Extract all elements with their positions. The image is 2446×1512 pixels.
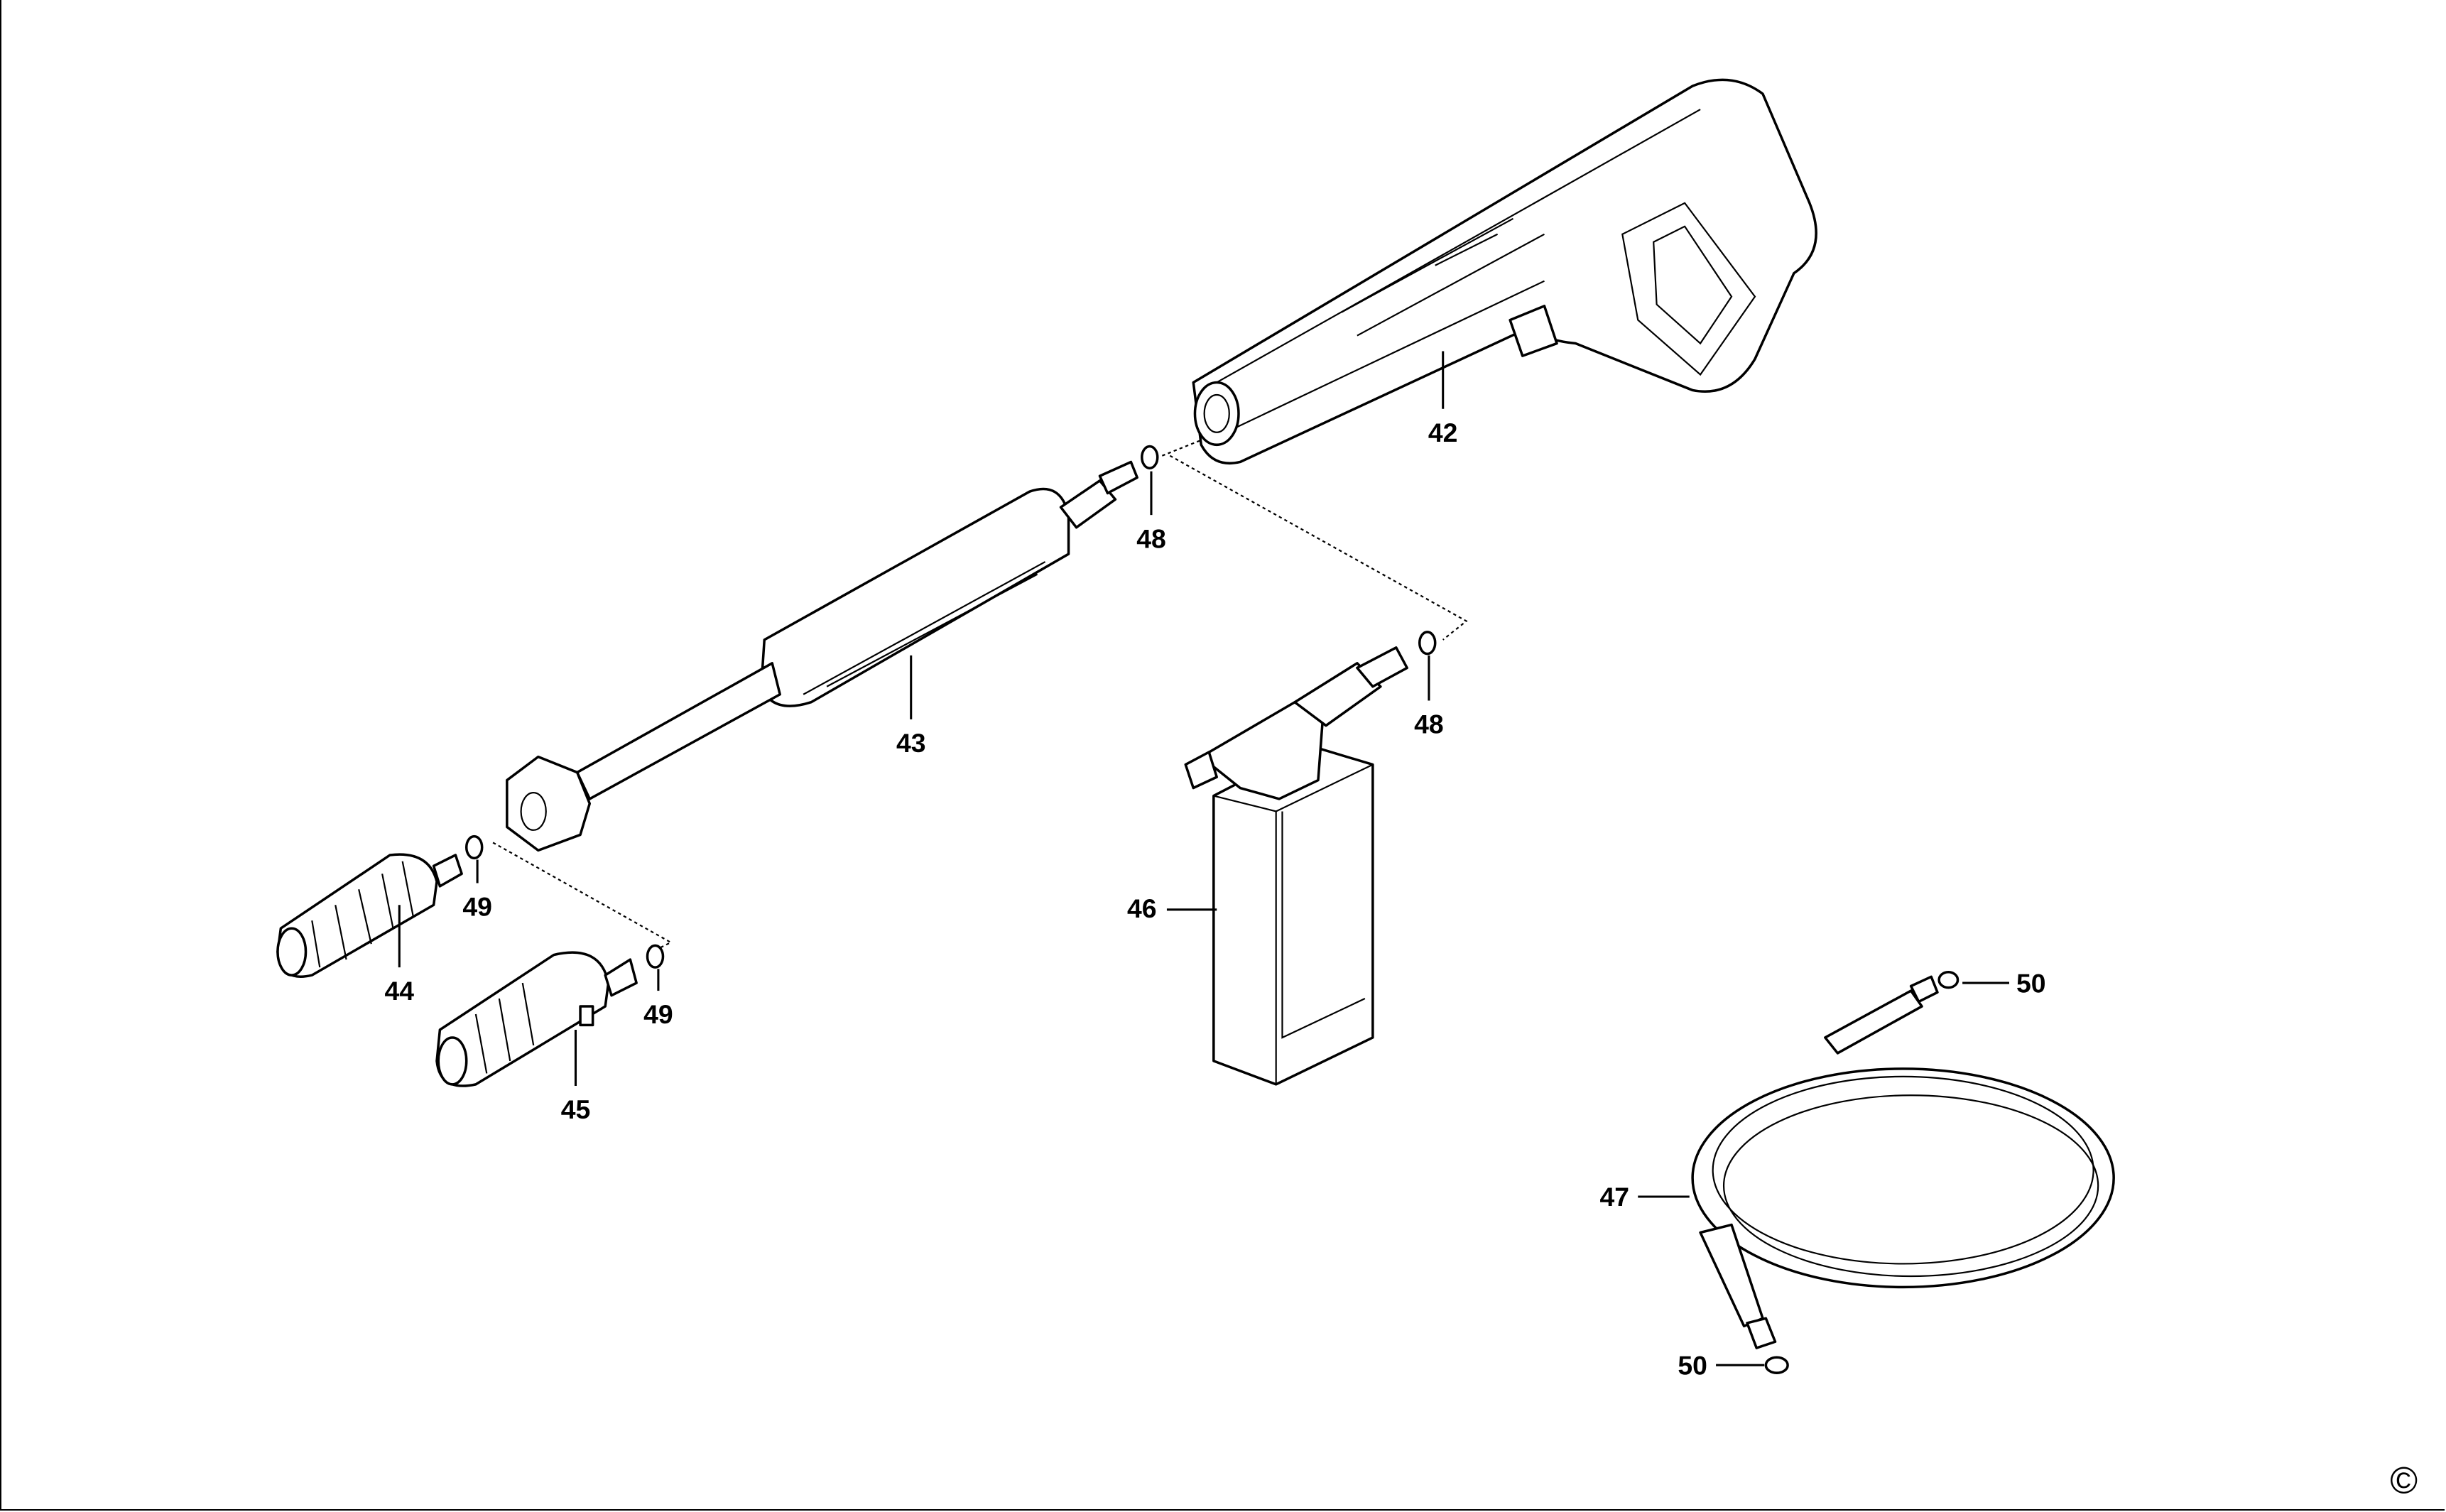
alignment-line [492, 842, 673, 953]
part-number-47: 47 [1600, 1182, 1630, 1212]
part-number-50: 50 [2016, 968, 2046, 998]
rotary-nozzle-part-44[interactable] [276, 853, 463, 979]
o-ring-49b[interactable] [646, 944, 665, 969]
part-number-45: 45 [561, 1094, 591, 1124]
o-ring-48b[interactable] [1418, 631, 1437, 656]
hose-part-47[interactable] [1691, 975, 2115, 1349]
o-ring-48a[interactable] [1141, 445, 1159, 470]
alignment-line [1169, 455, 1468, 641]
o-ring-49a[interactable] [464, 834, 484, 860]
lance-part-43[interactable] [506, 460, 1138, 852]
part-number-48: 48 [1136, 523, 1166, 553]
part-number-49: 49 [462, 892, 492, 922]
part-number-44: 44 [385, 976, 415, 1006]
o-ring-50b[interactable] [1764, 1356, 1789, 1374]
adjustable-nozzle-part-45[interactable] [435, 951, 638, 1087]
part-number-49: 49 [643, 999, 673, 1029]
spray-gun-part-42[interactable] [1192, 78, 1817, 465]
part-number-43: 43 [896, 728, 926, 758]
part-number-50: 50 [1678, 1350, 1707, 1380]
part-number-42: 42 [1428, 418, 1458, 447]
detergent-bottle-part-46[interactable] [1184, 646, 1408, 1086]
alignment-line [1161, 430, 1225, 457]
copyright-symbol: © [2390, 1459, 2418, 1501]
part-number-48: 48 [1414, 709, 1444, 739]
o-ring-50a[interactable] [1937, 970, 1959, 989]
part-number-46: 46 [1127, 893, 1157, 923]
